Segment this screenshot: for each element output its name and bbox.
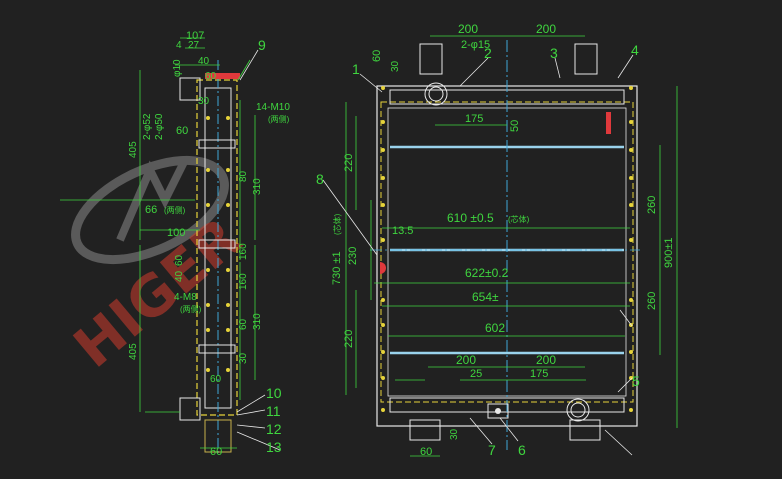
filler-cap-mark: [606, 112, 611, 134]
side-inlet-pipe: [179, 77, 201, 101]
dim-front-602: 602: [485, 321, 505, 335]
dim-side-14m10: 14-M10: [256, 102, 290, 113]
dim-side-4: 4: [176, 40, 182, 51]
callout-4: 4: [631, 42, 639, 58]
dim-front-654: 654±: [472, 290, 499, 304]
dim-front-30: 30: [390, 60, 401, 72]
dim-side-310-bottom: 310: [252, 313, 263, 330]
callout-12: 12: [266, 421, 282, 437]
dim-front-220-top: 220: [343, 154, 355, 172]
dim-front-175-top: 175: [465, 113, 483, 125]
callout-10: 10: [266, 385, 282, 401]
dim-front-60-bottom: 60: [420, 446, 432, 458]
side-view: 107 27 4 40 φ10 60 60 30 2-φ52 2-φ50 405…: [60, 30, 290, 458]
drain-plug: [487, 403, 509, 419]
dim-side-27: 27: [188, 40, 200, 51]
dim-side-310-top: 310: [252, 178, 263, 195]
callout-6: 6: [518, 442, 526, 458]
front-outlet-port: [566, 398, 590, 422]
dim-side-30: 30: [198, 96, 210, 107]
callout-3: 3: [550, 45, 558, 61]
dim-front-260-bottom: 260: [646, 292, 658, 310]
dim-side-405-top: 405: [128, 141, 139, 158]
dim-front-30-bottom: 30: [449, 428, 460, 440]
dim-side-60a: 60: [205, 71, 217, 82]
dim-side-100: 100: [167, 227, 185, 239]
side-tank-outline: [196, 79, 238, 416]
dim-front-622: 622±0.2: [465, 266, 509, 280]
dim-front-2phi15: 2-φ15: [461, 39, 490, 51]
callout-8: 8: [316, 171, 324, 187]
dim-front-730-note: (芯体): [332, 213, 342, 235]
dim-side-60c: 60: [174, 254, 185, 266]
dim-side-405-bottom: 405: [128, 343, 139, 360]
dim-front-230: 230: [347, 247, 359, 265]
front-view: 200 200 2-φ15 60 30 175 50 220 220 230 7…: [316, 22, 678, 458]
dim-front-610-note: (芯体): [508, 214, 530, 224]
dim-front-50: 50: [509, 120, 521, 132]
dim-side-80: 80: [238, 170, 249, 182]
dim-side-60d: 60: [238, 318, 249, 330]
dim-front-260-top: 260: [646, 196, 658, 214]
dim-side-60b: 60: [176, 125, 188, 137]
dim-side-40: 40: [198, 56, 210, 67]
callout-11: 11: [266, 403, 281, 419]
watermark-text: HIGER: [62, 206, 253, 381]
side-drain: [204, 419, 232, 453]
dim-front-60: 60: [371, 50, 383, 62]
callout-2: 2: [484, 45, 492, 61]
side-outlet-pipe: [179, 397, 201, 421]
dim-side-30b: 30: [238, 352, 249, 364]
dim-side-160b: 160: [238, 273, 249, 290]
dim-front-13-5: 13.5: [392, 225, 413, 237]
callout-5: 5: [632, 373, 640, 389]
dim-front-bottom-200-right: 200: [536, 353, 556, 367]
callout-1: 1: [352, 61, 360, 77]
dim-front-top-200-right: 200: [536, 22, 556, 36]
dim-front-900: 900±1: [663, 237, 675, 268]
dim-front-top-200-left: 200: [458, 22, 478, 36]
dim-side-160a: 160: [238, 243, 249, 260]
dim-front-25: 25: [470, 368, 482, 380]
dim-side-14m10-note: (两侧): [268, 114, 290, 124]
dim-side-40: 40: [174, 270, 185, 282]
sensor-mark: [380, 262, 386, 274]
dim-side-4m8: 4-M8: [174, 292, 197, 303]
callout-7: 7: [488, 442, 496, 458]
dim-front-bottom-200-left: 200: [456, 353, 476, 367]
dim-front-175-bottom: 175: [530, 368, 548, 380]
dim-side-60-bottom: 60: [210, 446, 222, 458]
dim-front-610: 610 ±0.5: [447, 211, 494, 225]
dim-side-66-note: (两侧): [164, 205, 186, 215]
dim-side-4m8-note: (两侧): [180, 304, 202, 314]
dim-side-dia10: φ10: [172, 59, 183, 77]
dim-side-60e: 60: [210, 374, 222, 385]
dim-front-730: 730 ±1: [331, 251, 343, 285]
dim-front-220-bottom: 220: [343, 330, 355, 348]
inlet-highlight: [205, 73, 240, 79]
dim-side-2phi52: 2-φ52: [142, 113, 153, 140]
dim-side-66: 66: [145, 204, 157, 216]
callout-13: 13: [266, 439, 282, 455]
front-inlet-port: [424, 82, 448, 106]
higer-logo-watermark: [71, 155, 229, 265]
dim-side-107: 107: [186, 30, 204, 42]
callout-9: 9: [258, 37, 266, 53]
dim-side-2phi50: 2-φ50: [154, 113, 165, 140]
